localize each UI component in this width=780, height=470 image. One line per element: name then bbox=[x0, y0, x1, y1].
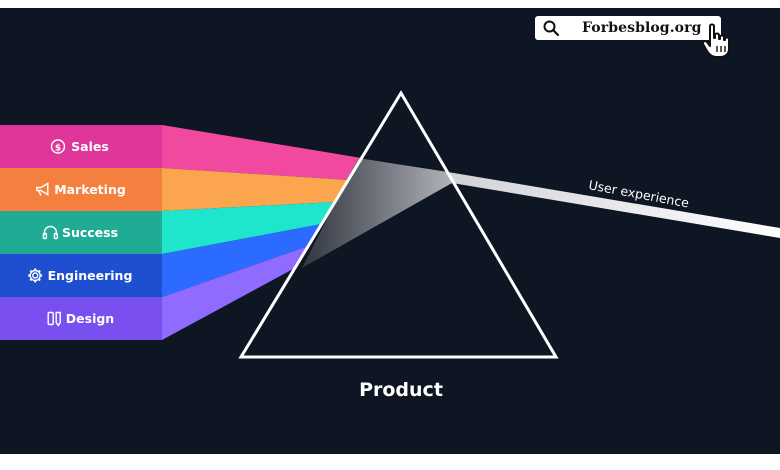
prism-label: Product bbox=[359, 379, 443, 401]
output-beam bbox=[448, 172, 780, 238]
gear-icon bbox=[28, 268, 43, 283]
beam-marketing bbox=[162, 168, 349, 211]
search-badge-text: Forbesblog.org bbox=[582, 20, 702, 36]
band-success bbox=[0, 211, 162, 254]
band-label-engineering: Engineering bbox=[48, 268, 133, 283]
svg-text:$: $ bbox=[55, 143, 61, 153]
prism-triangle bbox=[238, 90, 559, 359]
band-marketing bbox=[0, 168, 162, 211]
band-design bbox=[0, 297, 162, 340]
hand-pointer-icon bbox=[701, 23, 730, 58]
band-engineering bbox=[0, 254, 162, 297]
megaphone-icon bbox=[36, 182, 49, 196]
headset-icon bbox=[42, 225, 59, 240]
ruler-pencil-icon bbox=[47, 311, 61, 327]
beam-success bbox=[162, 202, 335, 254]
search-icon bbox=[543, 20, 560, 37]
band-label-design: Design bbox=[66, 311, 114, 326]
band-label-marketing: Marketing bbox=[54, 182, 126, 197]
beam-engineering bbox=[162, 224, 322, 297]
band-label-sales: Sales bbox=[71, 139, 109, 154]
refracted-light bbox=[302, 158, 452, 268]
input-beams bbox=[162, 125, 362, 340]
band-label-success: Success bbox=[62, 225, 118, 240]
search-badge[interactable]: Forbesblog.org bbox=[535, 16, 721, 40]
band-sales bbox=[0, 125, 162, 168]
beam-design bbox=[162, 246, 309, 340]
dollar-circle-icon: $ bbox=[50, 139, 66, 154]
beam-sales bbox=[162, 125, 362, 180]
